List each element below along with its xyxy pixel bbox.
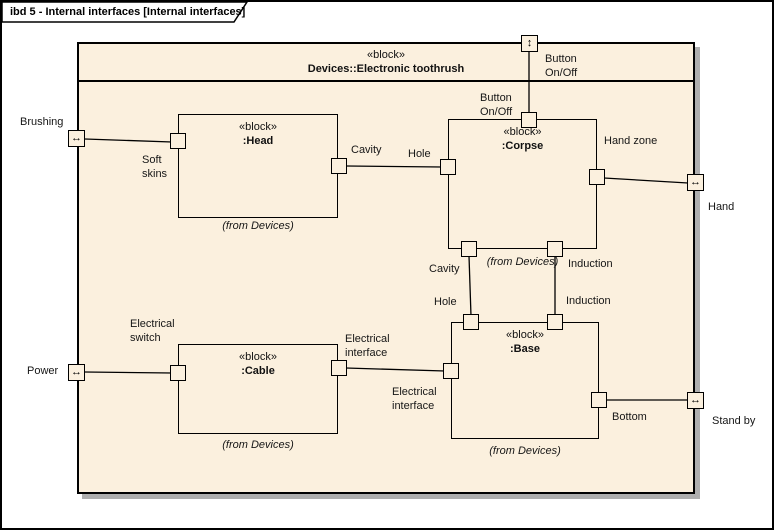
main-block-name: Devices::Electronic toothrush bbox=[307, 63, 465, 75]
flow-arrow-icon: ↔ bbox=[690, 176, 701, 188]
label-induction-lower: Induction bbox=[566, 295, 611, 307]
label-soft-skins-line1: Soft bbox=[142, 154, 162, 166]
head-from-note: (from Devices) bbox=[222, 220, 294, 232]
label-hole-corpse: Hole bbox=[408, 148, 431, 160]
label-cavity-mid: Cavity bbox=[429, 263, 460, 275]
corpse-from-note: (from Devices) bbox=[486, 256, 559, 268]
cable-from-note: (from Devices) bbox=[222, 439, 294, 451]
part-corpse[interactable]: «block» :Corpse bbox=[448, 119, 597, 249]
connector-corpse-base-cavity[interactable] bbox=[468, 255, 472, 317]
label-hand-zone: Hand zone bbox=[604, 135, 658, 147]
flow-arrow-icon: ↔ bbox=[71, 366, 82, 378]
base-stereotype: «block» bbox=[506, 329, 544, 341]
port-corpse-hand-zone[interactable] bbox=[589, 169, 605, 185]
frame-port-standby[interactable]: ↔ bbox=[687, 392, 704, 409]
label-button-inner-line2: On/Off bbox=[480, 106, 513, 118]
label-electrical-switch-line1: Electrical bbox=[130, 318, 175, 330]
part-base[interactable]: «block» :Base bbox=[451, 322, 599, 439]
flow-arrow-icon: ↔ bbox=[71, 132, 82, 144]
label-standby: Stand by bbox=[712, 415, 756, 427]
flow-arrow-icon: ↕ bbox=[526, 37, 533, 49]
base-name: :Base bbox=[510, 343, 540, 355]
port-base-bottom[interactable] bbox=[591, 392, 607, 408]
main-block-header: «block» Devices::Electronic toothrush bbox=[79, 44, 693, 82]
label-hole-mid: Hole bbox=[434, 296, 457, 308]
diagram-title: ibd 5 - Internal interfaces [Internal in… bbox=[10, 6, 246, 18]
corpse-stereotype: «block» bbox=[503, 126, 542, 138]
port-head-cavity[interactable] bbox=[331, 158, 347, 174]
frame-tab-shape bbox=[2, 2, 248, 23]
frame-port-hand[interactable]: ↔ bbox=[687, 174, 704, 191]
label-brushing: Brushing bbox=[20, 116, 64, 128]
base-from-note: (from Devices) bbox=[489, 445, 561, 457]
label-induction-upper: Induction bbox=[568, 258, 613, 270]
connector-corpse-hand[interactable] bbox=[603, 177, 689, 184]
port-base-electrical-interface[interactable] bbox=[443, 363, 459, 379]
label-electrical-interface-base-line2: interface bbox=[392, 400, 435, 412]
port-corpse-induction[interactable] bbox=[547, 241, 563, 257]
label-electrical-interface-cable-line1: Electrical bbox=[345, 333, 390, 345]
label-electrical-interface-cable-line2: interface bbox=[345, 347, 388, 359]
label-electrical-interface-base-line1: Electrical bbox=[392, 386, 437, 398]
port-cable-electrical-switch[interactable] bbox=[170, 365, 186, 381]
label-hand: Hand bbox=[708, 201, 735, 213]
port-cable-electrical-interface[interactable] bbox=[331, 360, 347, 376]
label-button-outer-line1: Button bbox=[545, 53, 577, 65]
flow-arrow-icon: ↔ bbox=[690, 394, 701, 406]
cable-stereotype: «block» bbox=[239, 351, 277, 363]
frame-port-button-on-off[interactable]: ↕ bbox=[521, 35, 538, 52]
part-cable[interactable]: «block» :Cable bbox=[178, 344, 338, 434]
connector-head-corpse[interactable] bbox=[346, 165, 443, 168]
head-stereotype: «block» bbox=[239, 121, 277, 133]
label-button-inner-line1: Button bbox=[480, 92, 512, 104]
main-block-stereotype: «block» bbox=[367, 49, 405, 61]
connector-brushing-head[interactable] bbox=[84, 138, 173, 143]
cable-name: :Cable bbox=[241, 365, 275, 377]
port-base-induction[interactable] bbox=[547, 314, 563, 330]
connector-cable-base[interactable] bbox=[345, 367, 446, 372]
connector-power-cable[interactable] bbox=[84, 371, 173, 374]
corpse-name: :Corpse bbox=[501, 140, 544, 152]
port-head-soft-skins[interactable] bbox=[170, 133, 186, 149]
label-soft-skins-line2: skins bbox=[142, 168, 168, 180]
label-bottom: Bottom bbox=[612, 411, 647, 423]
port-corpse-button[interactable] bbox=[521, 112, 537, 128]
label-electrical-switch-line2: switch bbox=[130, 332, 161, 344]
label-power: Power bbox=[27, 365, 59, 377]
frame-port-power[interactable]: ↔ bbox=[68, 364, 85, 381]
port-corpse-hole[interactable] bbox=[440, 159, 456, 175]
label-cavity-head: Cavity bbox=[351, 144, 382, 156]
label-button-outer-line2: On/Off bbox=[545, 67, 578, 79]
port-base-hole[interactable] bbox=[463, 314, 479, 330]
frame-port-brushing[interactable]: ↔ bbox=[68, 130, 85, 147]
part-head[interactable]: «block» :Head bbox=[178, 114, 338, 218]
port-corpse-cavity[interactable] bbox=[461, 241, 477, 257]
head-name: :Head bbox=[242, 135, 274, 147]
